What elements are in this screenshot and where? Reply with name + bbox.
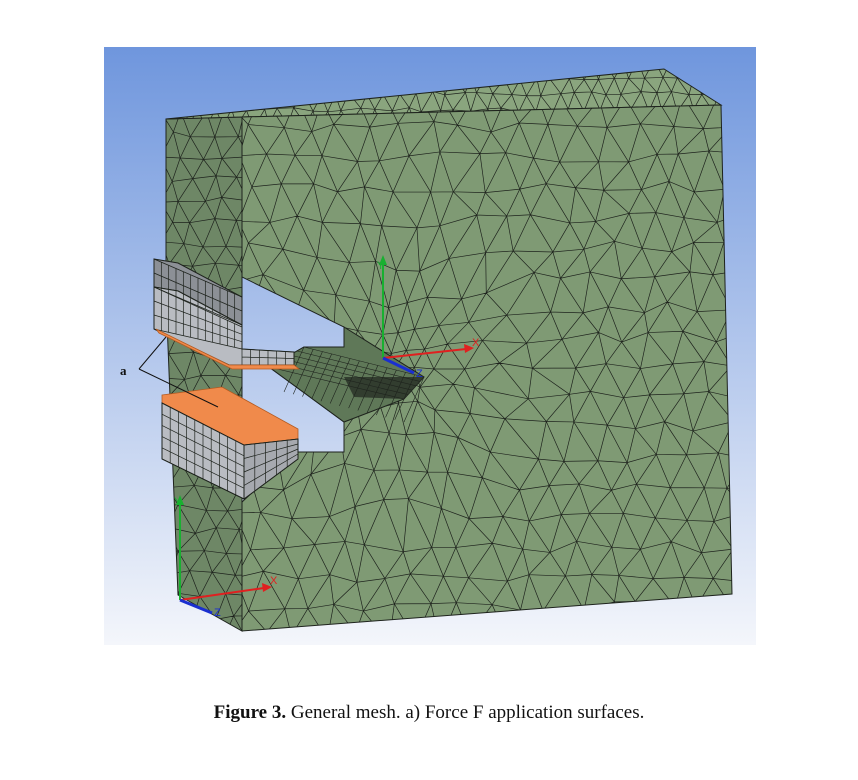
lower-grip-block [161,386,299,500]
upper-grip-block [153,258,301,370]
upper-force-surface [155,328,301,370]
grip-grid-lines [241,348,295,366]
callout-a: a [120,336,219,408]
grip-grid-lines [153,286,243,350]
axis-top-x-label: X [472,337,480,349]
axis-triad-bottom: Y X Z [174,495,278,619]
grip-grid-lines [161,402,245,500]
caption-text: General mesh. a) Force F application sur… [286,702,645,723]
callout-label: a [120,363,127,378]
mesh-lines [242,105,732,631]
figure-caption: Figure 3. General mesh. a) Force F appli… [0,702,858,724]
caption-label: Figure 3. [213,702,287,723]
axis-triad-top: Y X Z [377,255,480,380]
mesh-illustration: a Y X Z Y X Z [104,47,756,645]
axis-bottom-y-label: Y [174,496,182,508]
axis-top-y-label: Y [377,260,385,272]
mesh-figure: a Y X Z Y X Z [104,47,756,645]
notch-mesh-lines [268,346,425,423]
axis-bottom-x-label: X [270,575,278,587]
grip-grid-lines [243,438,299,500]
grip-grid-lines [153,258,243,326]
axis-bottom-z-label: Z [214,607,221,619]
axis-top-z-label: Z [416,368,423,380]
